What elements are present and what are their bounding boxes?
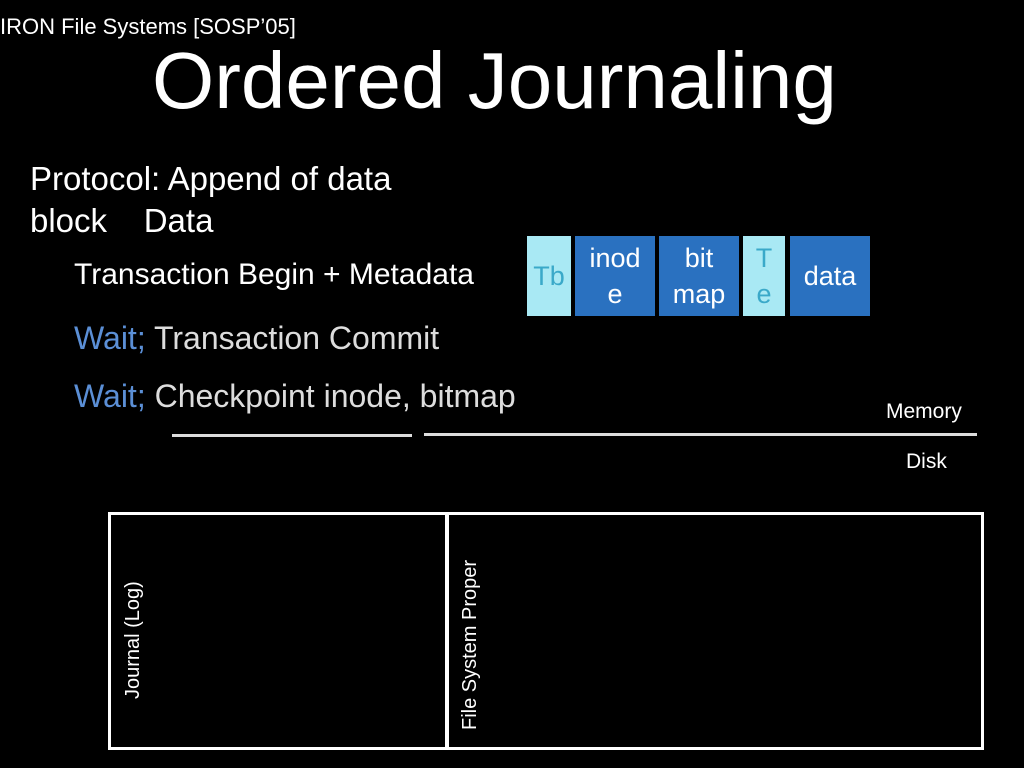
wait-keyword: Wait; (74, 378, 146, 414)
disk-label: Disk (906, 450, 947, 473)
journal-region-label: Journal (Log) (122, 581, 144, 699)
bitmap-block: bit map (659, 236, 739, 316)
disk-region (108, 512, 984, 750)
disk-region-divider (445, 512, 449, 750)
memory-disk-divider-right (424, 433, 977, 436)
inode-block: inod e (575, 236, 655, 316)
protocol-line-1: Protocol: Append of data (30, 160, 392, 197)
transaction-begin-block: Tb (527, 236, 571, 316)
wait-keyword: Wait; (74, 320, 146, 356)
slide-title: Ordered Journaling (152, 36, 837, 125)
block-label-line-2: e (756, 279, 772, 309)
protocol-description: Protocol: Append of data block Data (30, 158, 470, 242)
transaction-end-block: T e (743, 236, 785, 316)
memory-label: Memory (886, 400, 962, 423)
slide-header: IRON File Systems [SOSP’05] (0, 14, 296, 39)
block-label: data (803, 261, 857, 291)
step-text: Checkpoint inode, bitmap (145, 378, 516, 414)
data-block: data (790, 236, 870, 316)
memory-disk-divider-left (172, 434, 412, 437)
step-transaction-begin: Transaction Begin + Metadata (74, 258, 474, 291)
block-label-line-2: map (672, 279, 726, 309)
block-label-line-1: inod (589, 243, 641, 273)
step-checkpoint: Wait; Checkpoint inode, bitmap (74, 378, 516, 415)
step-text: Transaction Commit (145, 320, 440, 356)
block-label: Tb (533, 261, 565, 291)
step-transaction-commit: Wait; Transaction Commit (74, 320, 439, 357)
protocol-line-2: block Data (30, 202, 214, 239)
block-label-line-1: T (755, 243, 773, 273)
fs-proper-region-label: File System Proper (459, 559, 481, 730)
block-label-line-2: e (607, 279, 623, 309)
block-label-line-1: bit (684, 243, 714, 273)
